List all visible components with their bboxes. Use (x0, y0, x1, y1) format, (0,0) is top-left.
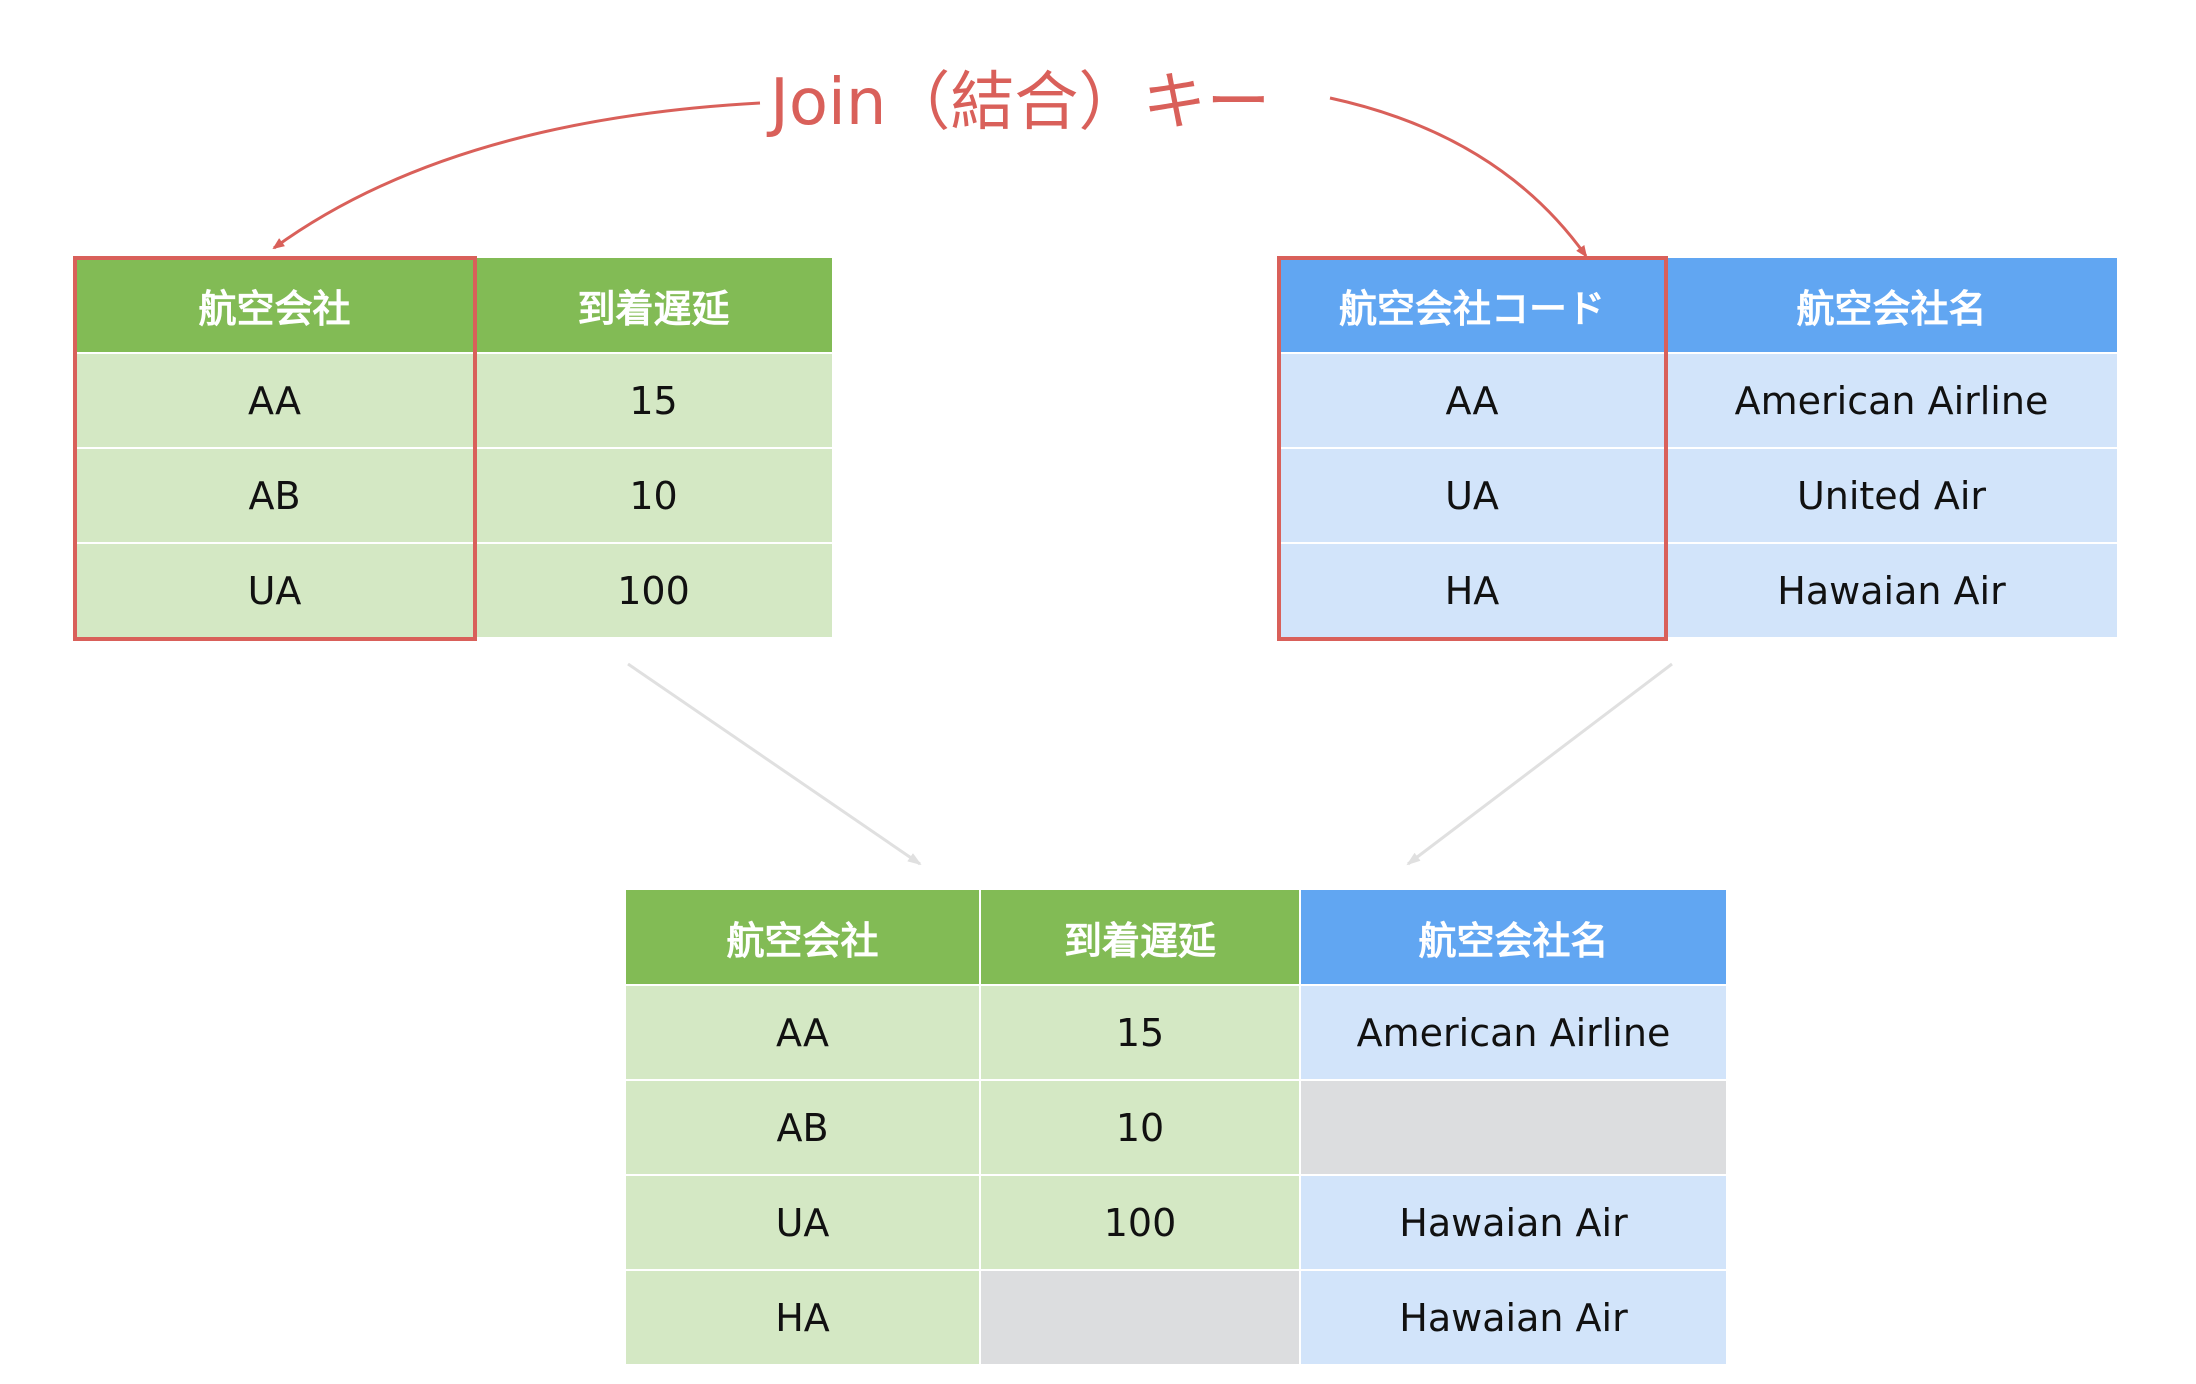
flow-arrow-left (627, 662, 922, 866)
table-cell: 15 (473, 352, 832, 448)
result-table: 航空会社 到着遅延 航空会社名 AA 15 American Airline A… (626, 890, 1726, 1364)
table-row: UA United Air (1280, 447, 2117, 543)
table-cell: 10 (473, 447, 832, 543)
table-cell: Hawaian Air (1299, 1174, 1726, 1270)
key-arrow-right (1329, 96, 1588, 258)
table-row: AA 15 American Airline (626, 984, 1726, 1080)
table-cell: AA (626, 984, 980, 1080)
header-airline: 航空会社 (76, 258, 474, 353)
table-cell: AB (76, 447, 474, 543)
join-key-title: Join（結合）キー (770, 66, 1271, 140)
table-cell: Hawaian Air (1664, 542, 2117, 637)
left-key-highlight (73, 256, 477, 641)
table-row: AA American Airline (1280, 352, 2117, 448)
table-cell: UA (1280, 447, 1665, 543)
table-cell: United Air (1664, 447, 2117, 543)
empty-cell (979, 1269, 1300, 1364)
header-airline-name: 航空会社名 (1299, 890, 1726, 985)
table-cell: AB (626, 1079, 980, 1175)
table-row: UA 100 (76, 542, 832, 637)
table-cell: American Airline (1664, 352, 2117, 448)
table-cell: 100 (473, 542, 832, 637)
table-cell: 15 (979, 984, 1300, 1080)
table-header-row: 航空会社 到着遅延 (76, 258, 832, 353)
table-cell: HA (626, 1269, 980, 1364)
table-cell: HA (1280, 542, 1665, 637)
table-cell: Hawaian Air (1299, 1269, 1726, 1364)
table-cell: AA (76, 352, 474, 448)
table-row: AA 15 (76, 352, 832, 448)
header-airline-code: 航空会社コード (1280, 258, 1665, 353)
table-row: AB 10 (76, 447, 832, 543)
table-row: UA 100 Hawaian Air (626, 1174, 1726, 1270)
flow-arrow-right (1406, 662, 1673, 866)
table-cell: American Airline (1299, 984, 1726, 1080)
table-cell: UA (626, 1174, 980, 1270)
table-row: AB 10 (626, 1079, 1726, 1175)
header-airline-name: 航空会社名 (1664, 258, 2117, 353)
table-cell: 10 (979, 1079, 1300, 1175)
table-row: HA Hawaian Air (626, 1269, 1726, 1364)
table-cell: AA (1280, 352, 1665, 448)
table-header-row: 航空会社コード 航空会社名 (1280, 258, 2117, 353)
right-key-highlight (1277, 256, 1668, 641)
key-arrow-left (272, 101, 761, 250)
table-cell: 100 (979, 1174, 1300, 1270)
table-header-row: 航空会社 到着遅延 航空会社名 (626, 890, 1726, 985)
header-airline: 航空会社 (626, 890, 980, 985)
table-row: HA Hawaian Air (1280, 542, 2117, 637)
empty-cell (1299, 1079, 1726, 1175)
header-arrival-delay: 到着遅延 (979, 890, 1300, 985)
header-arrival-delay: 到着遅延 (473, 258, 832, 353)
table-cell: UA (76, 542, 474, 637)
right-table: 航空会社コード 航空会社名 AA American Airline UA Uni… (1280, 258, 2117, 637)
left-table: 航空会社 到着遅延 AA 15 AB 10 UA 100 (76, 258, 832, 637)
